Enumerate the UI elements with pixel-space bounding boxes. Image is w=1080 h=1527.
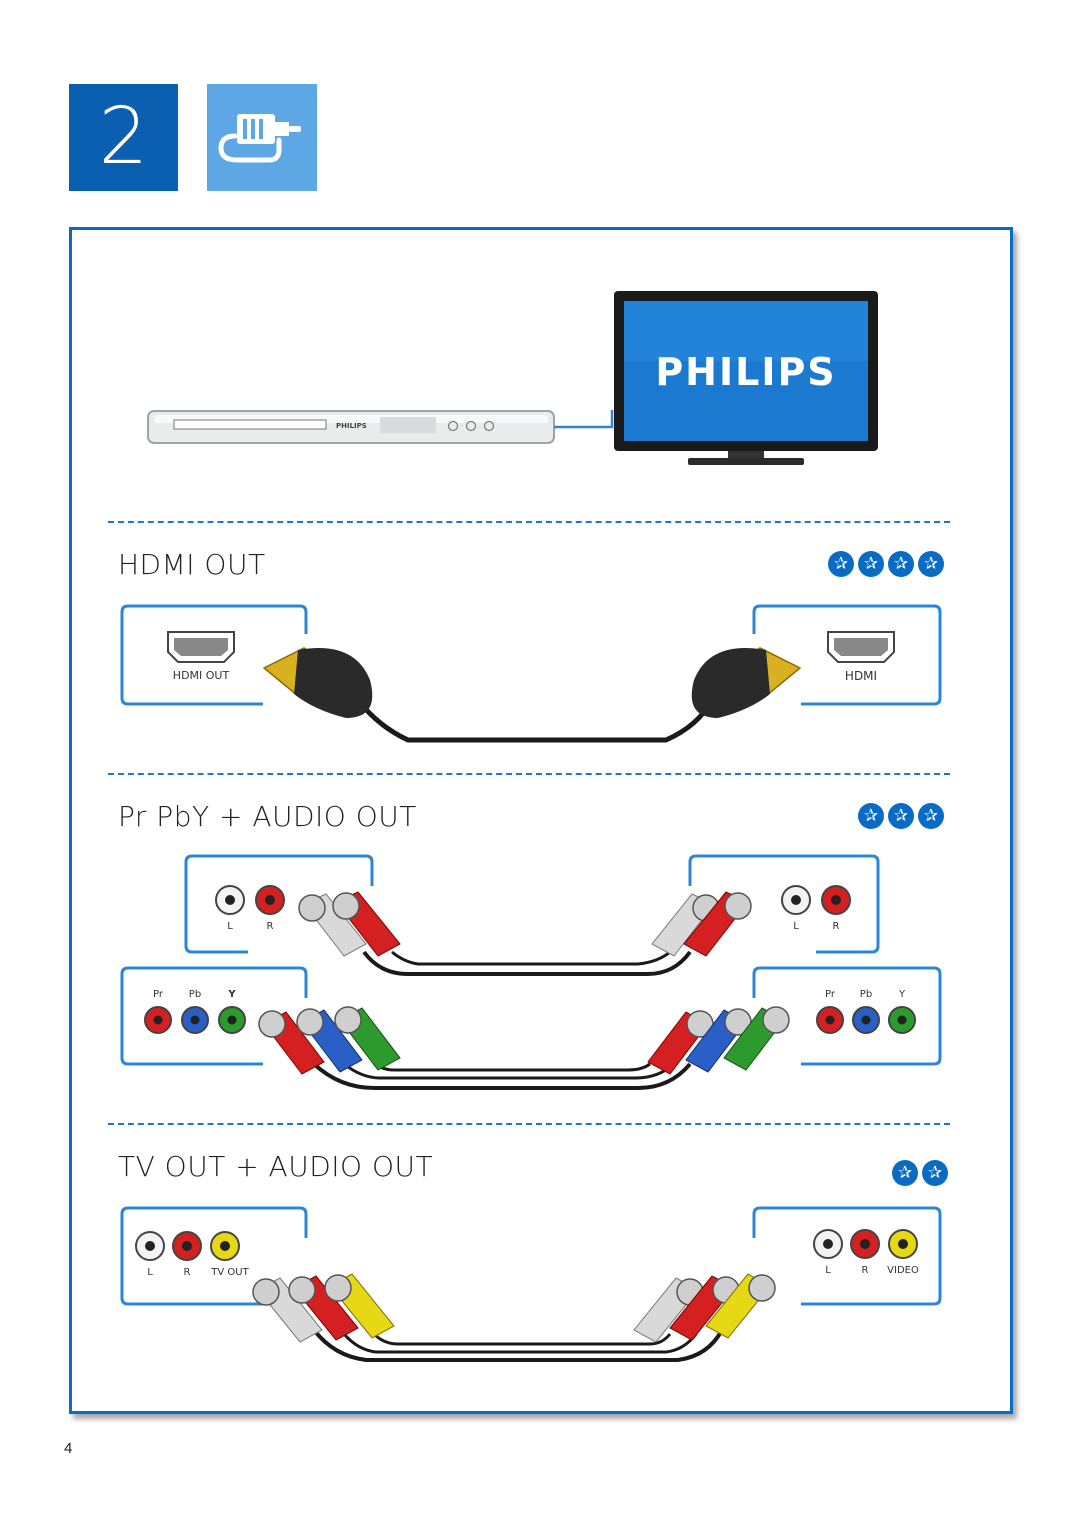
rca-plug-blue	[296, 1008, 363, 1073]
rca-plug-red	[683, 891, 752, 957]
rca-plug-white	[298, 893, 367, 957]
svg-text:Y: Y	[898, 989, 906, 1000]
svg-text:L: L	[793, 921, 799, 932]
svg-text:R: R	[267, 921, 274, 932]
svg-text:R: R	[862, 1265, 869, 1276]
hdmi-port-icon	[167, 631, 235, 663]
step-number-badge: 2	[69, 84, 178, 191]
separator-2	[108, 773, 950, 775]
hdmi-port-icon	[827, 631, 895, 663]
rca-plug-yellow	[705, 1273, 776, 1339]
hdmi-connection-diagram: HDMI OUT HDMI	[120, 604, 942, 743]
rca-plug-red	[288, 1275, 359, 1341]
star-icon: ✰	[922, 1160, 948, 1186]
rca-plug-yellow	[324, 1273, 395, 1339]
port-label-hdmi: HDMI	[845, 669, 877, 683]
tv-icon: PHILIPS	[614, 291, 878, 465]
svg-text:R: R	[833, 921, 840, 932]
rca-plug-white	[252, 1277, 323, 1343]
svg-text:Pb: Pb	[189, 989, 201, 1000]
star-icon: ✰	[858, 803, 884, 829]
hdmi-plug-right	[691, 647, 802, 718]
svg-text:VIDEO: VIDEO	[887, 1265, 919, 1276]
svg-text:Y: Y	[227, 989, 236, 1000]
rca-plug-green	[334, 1006, 401, 1071]
star-icon: ✰	[888, 803, 914, 829]
separator-3	[108, 1123, 950, 1125]
rating-3-stars: ✰ ✰ ✰	[858, 803, 944, 829]
devices-illustration: PHILIPS PHILIPS	[147, 291, 878, 465]
rca-plug-red	[332, 891, 401, 957]
svg-text:R: R	[184, 1267, 191, 1278]
section-title-composite: TV OUT + AUDIO OUT	[118, 1150, 434, 1183]
star-icon: ✰	[888, 551, 914, 577]
star-icon: ✰	[828, 551, 854, 577]
cable-connector-icon	[207, 84, 317, 191]
port-label-hdmi-out: HDMI OUT	[173, 669, 230, 682]
rca-plug-green	[723, 1006, 790, 1071]
rca-plug-red	[258, 1010, 325, 1075]
star-icon: ✰	[918, 803, 944, 829]
svg-text:L: L	[227, 921, 233, 932]
svg-text:Pb: Pb	[860, 989, 872, 1000]
svg-text:TV OUT: TV OUT	[210, 1267, 249, 1278]
rating-4-stars: ✰ ✰ ✰ ✰	[828, 551, 944, 577]
page-number: 4	[64, 1440, 73, 1457]
tv-brand: PHILIPS	[655, 350, 836, 394]
section-title-hdmi: HDMI OUT	[118, 548, 266, 581]
svg-text:Pr: Pr	[153, 989, 164, 1000]
composite-connection-diagram: L R TV OUT L R VIDEO	[120, 1206, 942, 1362]
separator-1	[108, 521, 950, 523]
player-brand: PHILIPS	[336, 422, 367, 430]
dvd-player-icon: PHILIPS	[147, 410, 555, 444]
rating-2-stars: ✰ ✰	[892, 1160, 948, 1186]
hdmi-plug-left	[262, 647, 373, 718]
star-icon: ✰	[918, 551, 944, 577]
component-connection-diagram: L R L R Pr Pb Y Pr Pb Y	[120, 854, 942, 1090]
section-title-component: Pr PbY + AUDIO OUT	[118, 800, 417, 833]
svg-text:L: L	[147, 1267, 153, 1278]
star-icon: ✰	[892, 1160, 918, 1186]
svg-text:L: L	[825, 1265, 831, 1276]
star-icon: ✰	[858, 551, 884, 577]
svg-text:Pr: Pr	[825, 989, 836, 1000]
